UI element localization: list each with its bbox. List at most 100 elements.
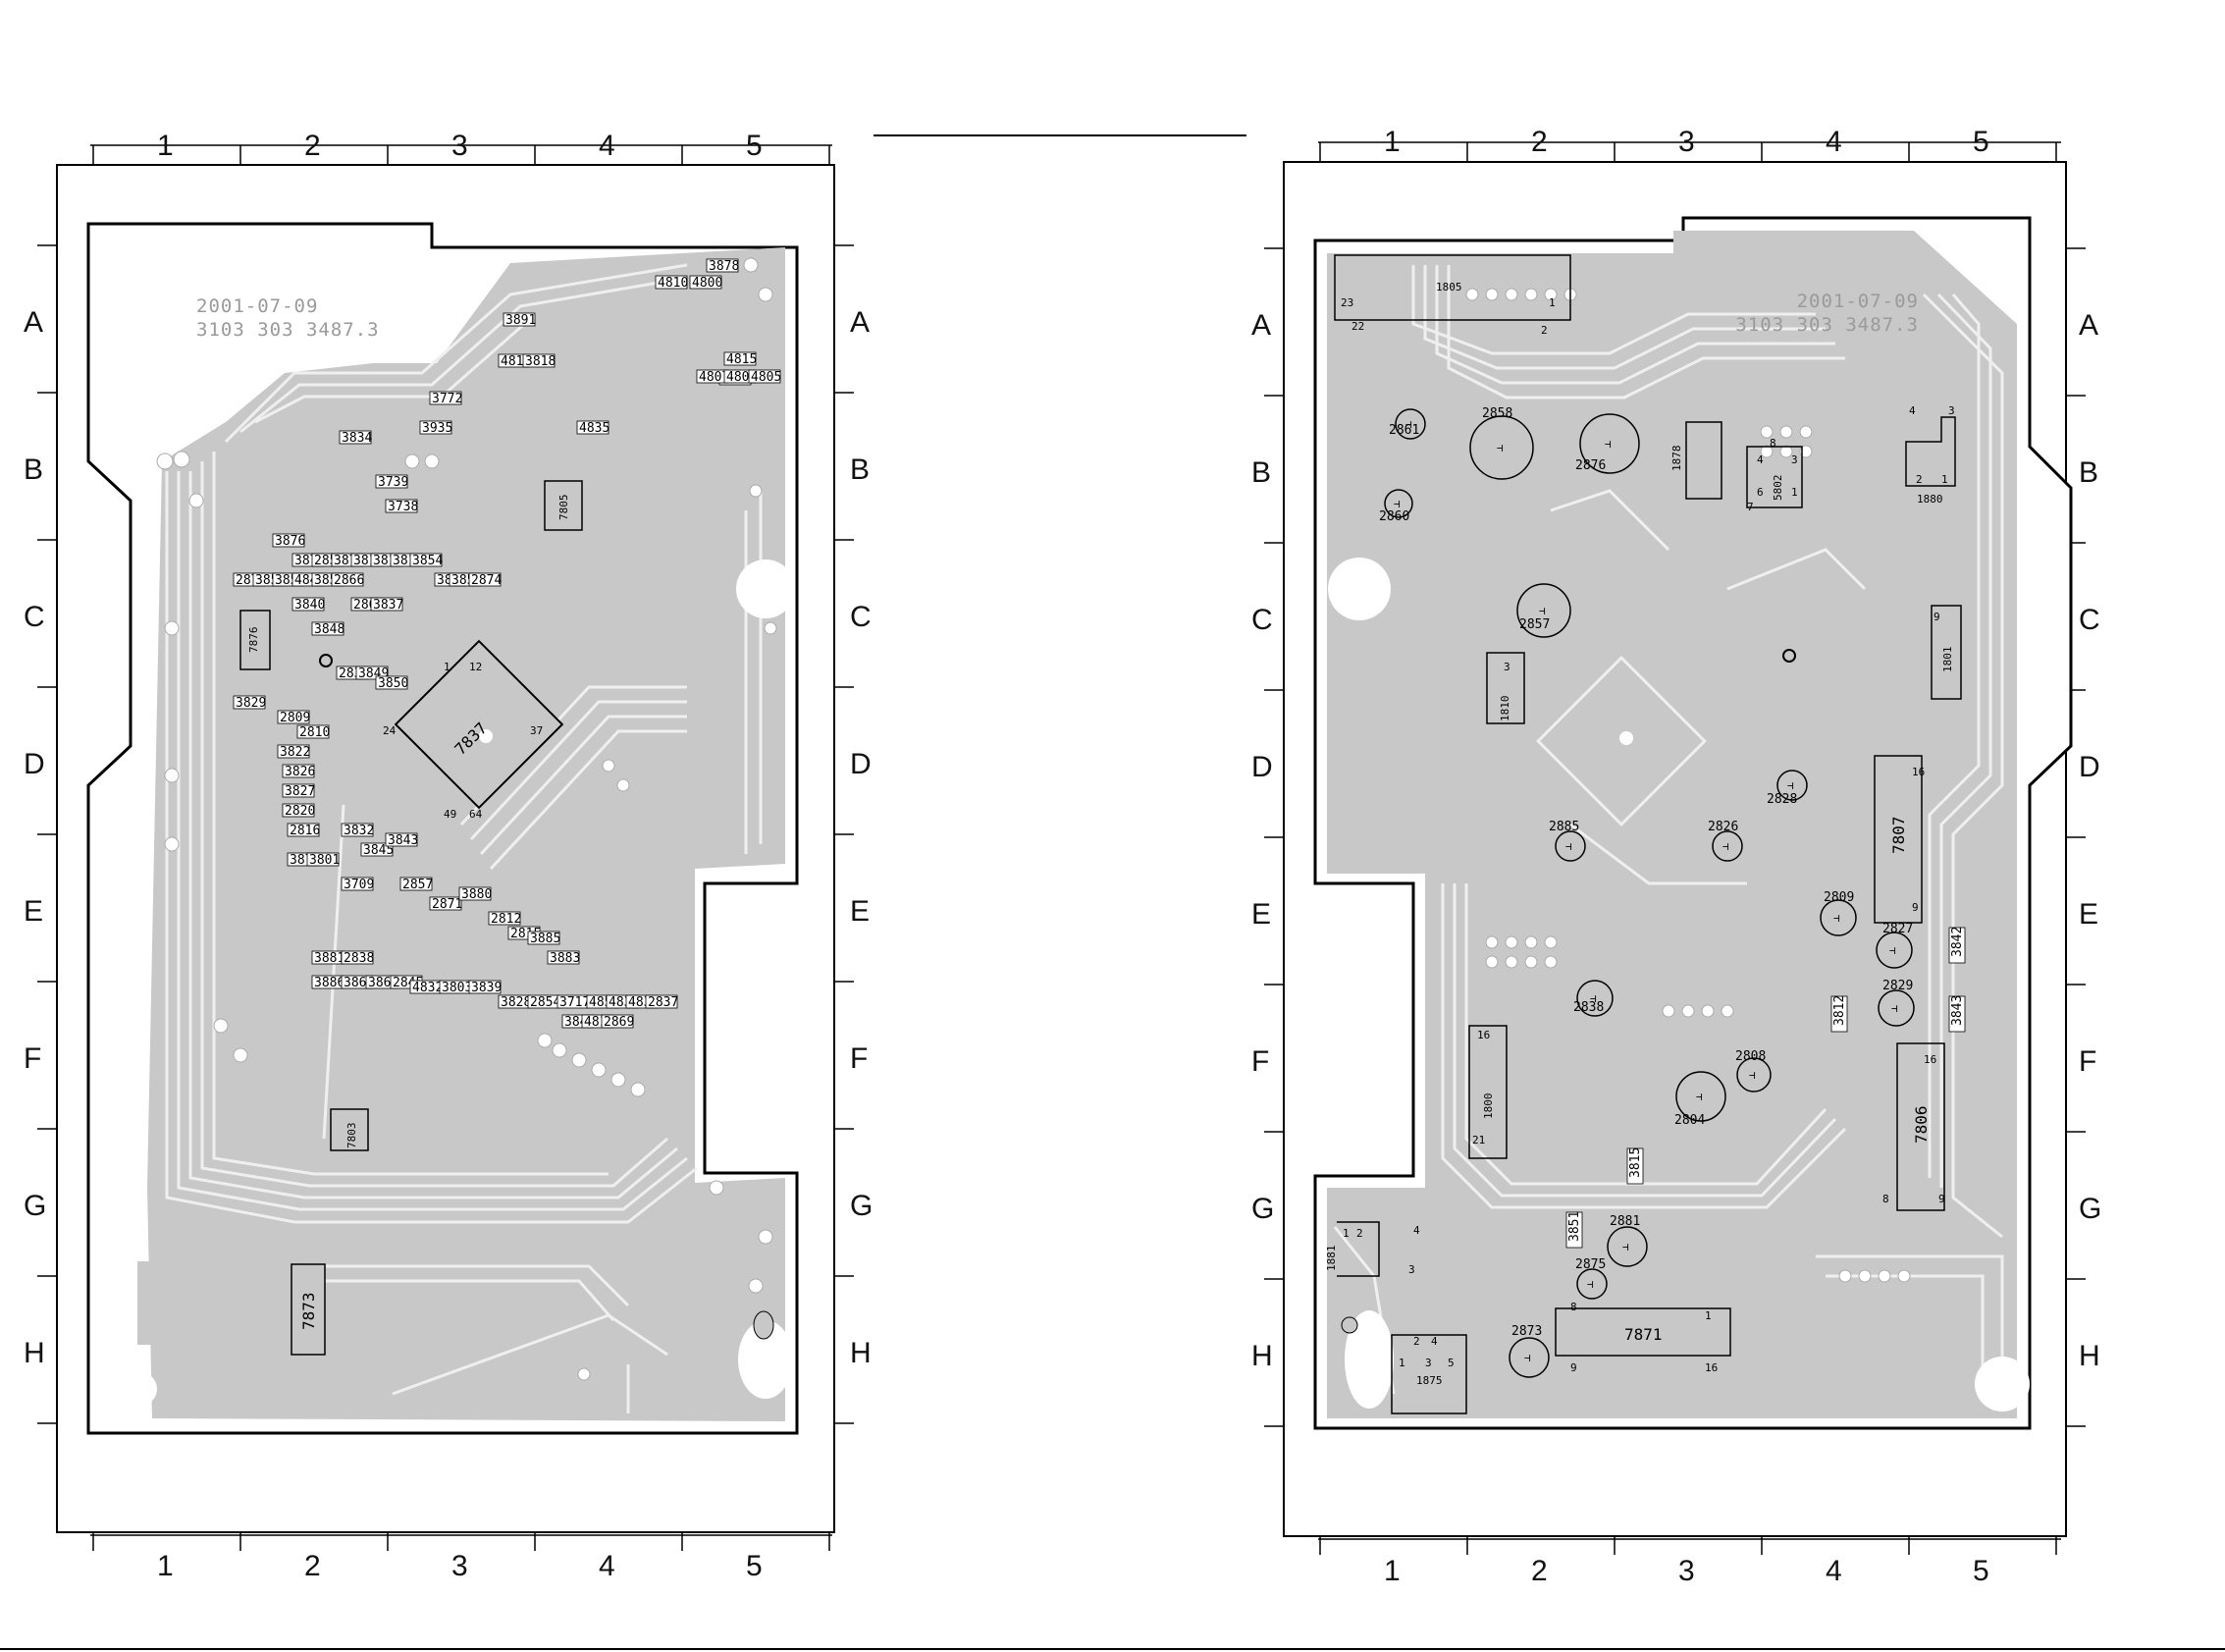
capacitor-symbol-icon: ⊣ [1587,1278,1594,1291]
part-ref-label: 3818 [525,354,556,369]
left-stamp-date: 2001-07-09 [196,295,318,317]
col-label: 5 [1973,1555,1989,1587]
part-pad [503,312,536,327]
connector-pin: 23 [1341,296,1353,309]
capacitor-outline [1576,980,1614,1017]
smd-ref-label: 3843 [1950,995,1965,1026]
capacitor-outline [1395,408,1426,440]
connector-ref-1881: 1881 [1325,1246,1338,1272]
part-ref-label: 2857 [402,878,433,892]
smd-pad [1948,927,1966,964]
row-label: C [850,601,872,633]
capacitor-outline [1509,1337,1550,1378]
connector-ref-1875: 1875 [1416,1374,1443,1387]
part-ref-label: 2820 [285,804,315,819]
col-label: 5 [746,130,763,162]
capacitor-ref-label: 2838 [1573,1000,1604,1015]
ic-ref-7805: 7805 [557,495,570,521]
ic-pin: 1 [1705,1309,1712,1322]
capacitor-symbol-icon: ⊣ [1833,912,1840,925]
row-label: F [1251,1045,1269,1078]
connector-pin: 21 [1472,1134,1485,1146]
row-label: H [24,1337,45,1369]
row-label: C [1251,604,1273,636]
capacitor-outline [1576,1268,1608,1300]
capacitor-outline [1579,413,1640,474]
col-label: 1 [1384,1555,1401,1587]
right-board-copper [1327,231,2017,1418]
col-label: 3 [1678,126,1695,158]
part-pad [468,572,502,587]
connector-pin: 2 [1916,473,1923,486]
row-label: C [24,601,45,633]
row-label: H [850,1337,872,1369]
capacitor-symbol-icon: ⊣ [1605,438,1612,451]
part-pad [233,695,266,710]
col-label: 4 [1826,1555,1842,1587]
part-ref-label: 3717 [559,995,590,1010]
capacitor-outline [1878,989,1915,1027]
col-label: 2 [1531,1555,1548,1587]
connector-pin: 4 [1413,1224,1420,1237]
part-ref-label: 4805 [751,370,781,385]
row-label: G [850,1190,873,1222]
row-label: C [2079,604,2100,636]
part-pad [282,803,315,818]
connector-pin: 3 [1425,1357,1432,1369]
part-ref-label: 3891 [505,313,536,328]
part-pad [272,533,305,548]
part-pad [306,852,340,867]
capacitor-outline [1776,770,1808,801]
capacitor-ref-label: 2804 [1674,1113,1705,1128]
part-ref-label: 3826 [285,765,315,779]
part-ref-label: 2837 [648,995,678,1010]
part-ref-label: 3881 [314,951,344,966]
main-ic-pin: 37 [530,724,543,737]
part-pad [291,597,325,612]
part-pad [723,351,757,366]
capacitor-symbol-icon: ⊣ [1539,605,1546,617]
part-ref-label: 3829 [236,696,266,711]
ic-pin: 9 [1938,1193,1945,1205]
row-label: G [24,1190,46,1222]
part-ref-label: 3845 [363,843,394,858]
part-pad [655,275,688,290]
capacitor-symbol-icon: ⊣ [1749,1069,1756,1082]
capacitor-ref-label: 2829 [1882,979,1913,993]
connector-pin: 3 [1408,1263,1415,1276]
part-ref-label: 2810 [299,725,330,740]
col-label: 4 [1826,126,1842,158]
ic-pin: 9 [1912,901,1919,914]
capacitor-outline [1469,415,1534,480]
capacitor-symbol-icon: ⊣ [1889,944,1896,957]
ic-pin: 9 [1570,1361,1577,1374]
part-pad [277,710,310,724]
ic-pin: 8 [1570,1301,1577,1313]
connector-pin: 9 [1934,611,1940,623]
col-label: 3 [1678,1555,1695,1587]
part-pad [311,621,344,636]
right-connectors [1334,254,1962,1414]
capacitor-ref-label: 2826 [1708,820,1738,834]
part-ref-label: 2809 [280,711,310,725]
left-stamp-code: 3103 303 3487.3 [196,319,380,341]
col-label: 2 [304,1550,321,1582]
part-ref-label: 3839 [471,981,502,995]
smd-pad [1626,1147,1644,1185]
capacitor-outline [1555,830,1586,862]
connector-ref-1878: 1878 [1670,446,1683,472]
part-pad [341,823,374,837]
smd-pad [1830,995,1848,1033]
row-label: B [24,453,43,486]
part-ref-label: 3854 [412,554,443,568]
main-ic-pin: 24 [383,724,397,737]
part-ref-label: 4815 [726,352,757,367]
part-pad [488,911,521,926]
part-pad [689,275,722,290]
row-label: A [24,306,43,339]
smd-ref-label: 3815 [1628,1147,1643,1178]
capacitor-ref-label: 2809 [1824,890,1854,905]
col-label: 1 [157,1550,174,1582]
capacitor-symbol-icon: ⊣ [1497,442,1504,454]
row-label: B [2079,456,2098,489]
